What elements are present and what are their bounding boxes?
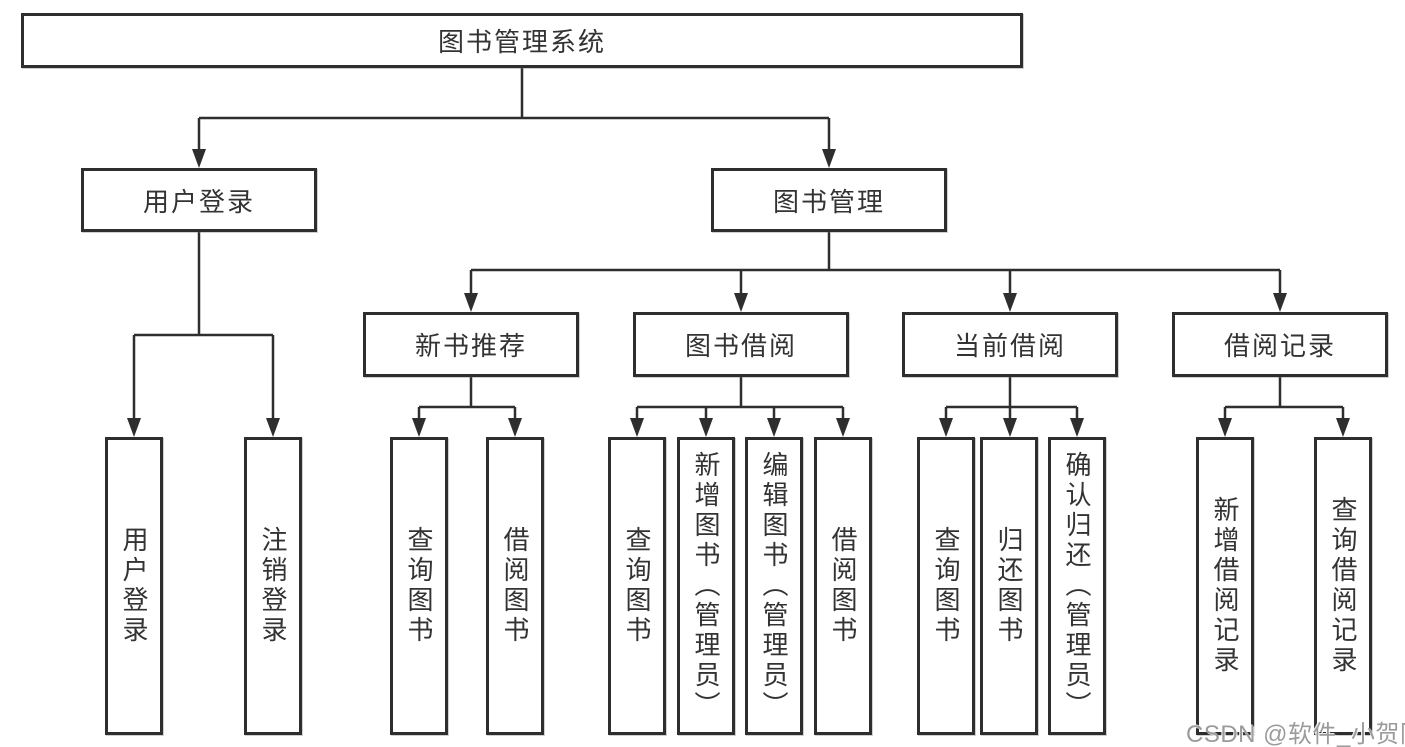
leaf-user-login: 用户登录 (105, 437, 163, 735)
leaf-confirm-return-admin: 确认归还（管理员） (1048, 437, 1106, 735)
leaf-query-borrow-record-label: 查询借阅记录 (1328, 496, 1358, 676)
leaf-add-book-admin-label: 新增图书（管理员） (691, 451, 721, 721)
csdn-watermark: CSDN @软件_小贺同学 (1186, 721, 1405, 747)
leaf-borrow-books-recommend-label: 借阅图书 (500, 526, 530, 646)
leaf-add-borrow-record: 新增借阅记录 (1196, 437, 1254, 735)
leaf-return-books: 归还图书 (980, 437, 1038, 735)
leaf-logout: 注销登录 (244, 437, 302, 735)
leaf-return-books-label: 归还图书 (994, 526, 1024, 646)
node-user-login-label: 用户登录 (142, 186, 255, 217)
leaf-add-borrow-record-label: 新增借阅记录 (1210, 496, 1240, 676)
leaf-query-books-recommend: 查询图书 (390, 437, 448, 735)
node-book-management-label: 图书管理 (772, 186, 885, 217)
node-book-borrowing: 图书借阅 (633, 312, 849, 377)
node-user-login: 用户登录 (81, 168, 317, 232)
leaf-add-book-admin: 新增图书（管理员） (677, 437, 735, 735)
leaf-query-books-borrowing: 查询图书 (608, 437, 666, 735)
node-book-borrowing-label: 图书借阅 (684, 331, 797, 361)
leaf-borrow-books: 借阅图书 (814, 437, 872, 735)
leaf-edit-book-admin: 编辑图书（管理员） (745, 437, 803, 735)
leaf-edit-book-admin-label: 编辑图书（管理员） (759, 451, 789, 721)
leaf-query-books-current-label: 查询图书 (931, 526, 961, 646)
leaf-borrow-books-label: 借阅图书 (828, 526, 858, 646)
node-library-management-system-label: 图书管理系统 (437, 27, 606, 57)
node-library-management-system: 图书管理系统 (21, 13, 1023, 68)
node-new-book-recommendation-label: 新书推荐 (414, 331, 527, 361)
leaf-query-borrow-record: 查询借阅记录 (1314, 437, 1372, 735)
leaf-query-books-recommend-label: 查询图书 (404, 526, 434, 646)
node-borrowing-records: 借阅记录 (1172, 312, 1388, 377)
leaf-borrow-books-recommend: 借阅图书 (486, 437, 544, 735)
leaf-user-login-label: 用户登录 (119, 526, 149, 646)
leaf-query-books-borrowing-label: 查询图书 (622, 526, 652, 646)
node-current-borrowing: 当前借阅 (902, 312, 1118, 377)
node-new-book-recommendation: 新书推荐 (363, 312, 579, 377)
connector-path (132, 68, 1345, 420)
leaf-logout-label: 注销登录 (258, 526, 288, 646)
leaf-confirm-return-admin-label: 确认归还（管理员） (1062, 451, 1092, 721)
node-current-borrowing-label: 当前借阅 (953, 331, 1066, 361)
node-borrowing-records-label: 借阅记录 (1223, 331, 1336, 361)
node-book-management: 图书管理 (711, 168, 947, 232)
arrowheads (127, 149, 1350, 437)
leaf-query-books-current: 查询图书 (917, 437, 975, 735)
